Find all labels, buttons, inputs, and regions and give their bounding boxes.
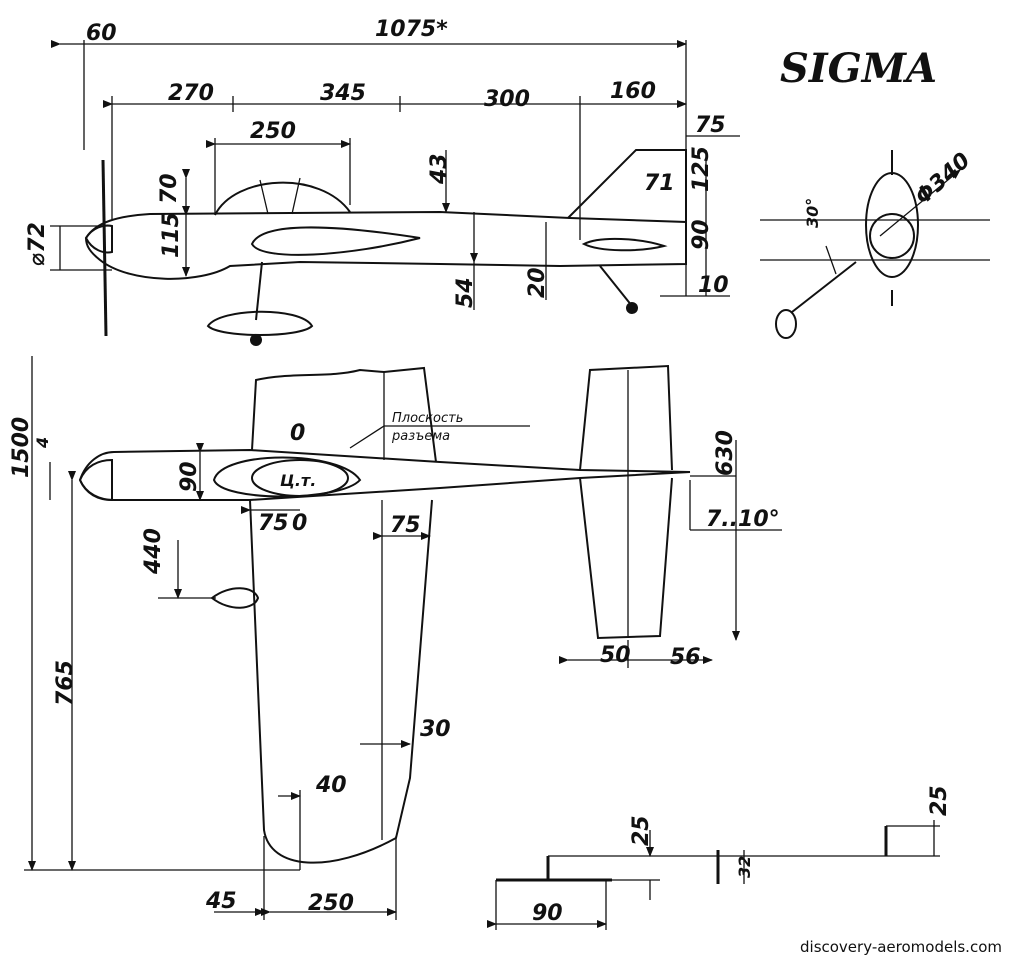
dim-70: 70 <box>157 173 182 204</box>
dim-345: 345 <box>320 81 366 106</box>
stabilizer-bottom <box>579 477 673 640</box>
dim-125: 125 <box>689 146 714 192</box>
leader-parting-plane <box>349 425 385 449</box>
wing-section <box>250 226 421 256</box>
dim-60: 60 <box>86 21 117 46</box>
spinner-top <box>78 458 113 502</box>
wing-bottom-half <box>249 499 433 864</box>
dim-phi-340: Φ340 <box>911 148 976 210</box>
dim-250-root: 250 <box>308 891 354 916</box>
fuselage-top <box>78 448 691 501</box>
wing-mark-o-bottom: 0 <box>292 511 307 536</box>
website-credit: discovery-aeromodels.com <box>800 938 1002 956</box>
dim-300: 300 <box>484 87 530 112</box>
race-number: 71 <box>644 171 675 196</box>
wheel <box>250 334 262 346</box>
dim-75-a: 75 <box>258 511 289 536</box>
dim-250: 250 <box>250 119 296 144</box>
note-parting-plane-2: разъема <box>391 429 450 444</box>
dim-75: 75 <box>695 113 726 138</box>
control-detail: 25 32 25 90 <box>487 785 952 930</box>
dim-45: 45 <box>205 889 237 914</box>
canopy-top <box>212 456 362 498</box>
fuselage-side <box>84 210 687 280</box>
wing-mark-o-top: 0 <box>290 421 305 446</box>
dim-90-fin: 90 <box>689 219 714 250</box>
dim-43: 43 <box>427 153 452 185</box>
dim-20: 20 <box>525 267 550 298</box>
dim-75-b: 75 <box>390 513 421 538</box>
side-view: 60 1075* 270 345 300 160 75 250 71 <box>25 17 740 346</box>
dim-160: 160 <box>610 79 656 104</box>
propeller <box>101 159 108 337</box>
stabilizer-section <box>581 237 668 252</box>
stabilizer-top <box>579 364 673 471</box>
dim-40: 40 <box>315 773 347 798</box>
angle-line-30 <box>825 245 837 275</box>
dim-7-10-deg: 7..10° <box>706 507 780 532</box>
wing-top-cut <box>251 366 437 463</box>
dim-115: 115 <box>159 212 184 258</box>
dim-54: 54 <box>453 277 478 308</box>
drawing-title: SIGMA <box>780 45 937 92</box>
cowl-front <box>869 213 915 259</box>
canopy <box>214 181 351 216</box>
landing-gear-leg <box>255 261 263 321</box>
dim-32: 32 <box>735 856 754 878</box>
dim-440: 440 <box>141 528 166 575</box>
dim-line-340 <box>879 169 961 237</box>
top-view: Ц.т. 0 0 Плоскость разъема <box>9 356 782 920</box>
dim-25-a: 25 <box>629 815 654 846</box>
wheel-front <box>775 309 797 339</box>
dim-10: 10 <box>698 273 729 298</box>
dim-56: 56 <box>670 645 701 670</box>
dim-30-top: 30 <box>420 717 451 742</box>
dim-90: 90 <box>177 461 202 492</box>
cg-marker-outline <box>251 459 349 497</box>
dim-270: 270 <box>168 81 214 106</box>
dim-diameter-72: ⌀72 <box>25 222 50 266</box>
gear-front <box>791 261 857 313</box>
dim-765: 765 <box>53 660 78 706</box>
tail-wheel <box>626 302 638 314</box>
front-view: 30° Φ340 <box>760 148 990 339</box>
dim-630: 630 <box>713 430 738 476</box>
dim-25-b: 25 <box>927 785 952 816</box>
dim-30-deg: 30° <box>803 198 822 228</box>
note-parting-plane-1: Плоскость <box>392 411 463 426</box>
wheel-pant <box>206 310 314 336</box>
dim-1075: 1075* <box>375 17 448 42</box>
dim-1500: 1500 <box>9 417 34 478</box>
tail-skid <box>599 265 633 307</box>
cg-label: Ц.т. <box>280 471 316 490</box>
dim-4: 4 <box>33 437 52 449</box>
wheel-pant-top <box>210 587 260 609</box>
canopy-frame-2 <box>291 177 301 215</box>
canopy-frame-1 <box>259 179 269 215</box>
dim-50: 50 <box>600 643 631 668</box>
spinner <box>84 224 113 254</box>
dim-90-detail: 90 <box>532 901 563 926</box>
